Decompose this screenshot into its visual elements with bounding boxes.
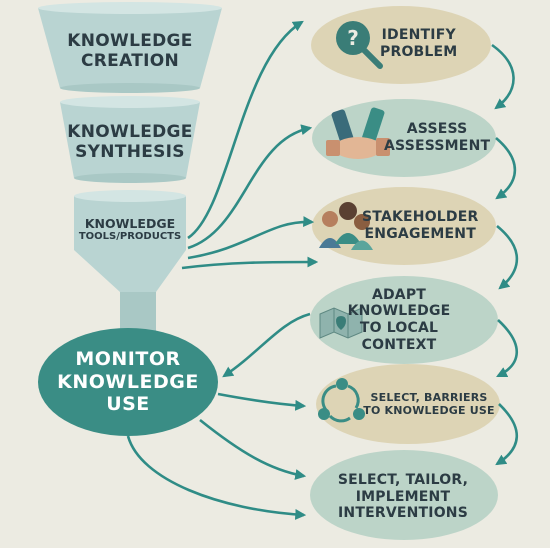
cycle-arrows <box>491 43 519 466</box>
funnel-tools-line1: KNOWLEDGE <box>84 215 176 231</box>
assess-assessment-label: ASSESS ASSESSMENT <box>384 121 491 154</box>
oval-adapt-knowledge <box>310 276 498 364</box>
interventions-label: SELECT, TAILOR, IMPLEMENT INTERVENTIONS <box>337 472 469 522</box>
funnel-tools-line2: TOOLS/PRODUCTS <box>78 231 182 243</box>
map-icon <box>319 307 363 339</box>
handshake-icon <box>326 107 390 159</box>
monitor-knowledge-use-label: MONITOR KNOWLEDGE USE <box>57 348 199 416</box>
cycle-arrows-icon <box>318 378 365 423</box>
monitor-arrows <box>126 312 311 520</box>
funnel-creation-label: KNOWLEDGE CREATION <box>67 30 193 71</box>
oval-barriers <box>316 364 500 444</box>
tools-arrows <box>181 20 319 270</box>
funnel-synthesis-label: KNOWLEDGE SYNTHESIS <box>67 121 193 162</box>
question-magnifier-icon: ? <box>336 21 383 69</box>
adapt-knowledge-label: ADAPT KNOWLEDGE TO LOCAL CONTEXT <box>347 286 451 353</box>
barriers-label: SELECT, BARRIERS TO KNOWLEDGE USE <box>363 391 495 417</box>
identify-problem-label: IDENTIFY PROBLEM <box>380 27 458 60</box>
monitor-knowledge-use-oval <box>38 328 218 436</box>
people-group-icon <box>319 202 373 250</box>
funnel-creation-tier <box>38 2 222 93</box>
svg-text:?: ? <box>347 26 359 50</box>
funnel-tools-label: KNOWLEDGE TOOLS/PRODUCTS <box>72 210 188 250</box>
oval-interventions <box>310 450 498 540</box>
funnel-synthesis-tier <box>60 96 200 183</box>
stakeholder-engagement-label: STAKEHOLDER ENGAGEMENT <box>362 209 479 242</box>
